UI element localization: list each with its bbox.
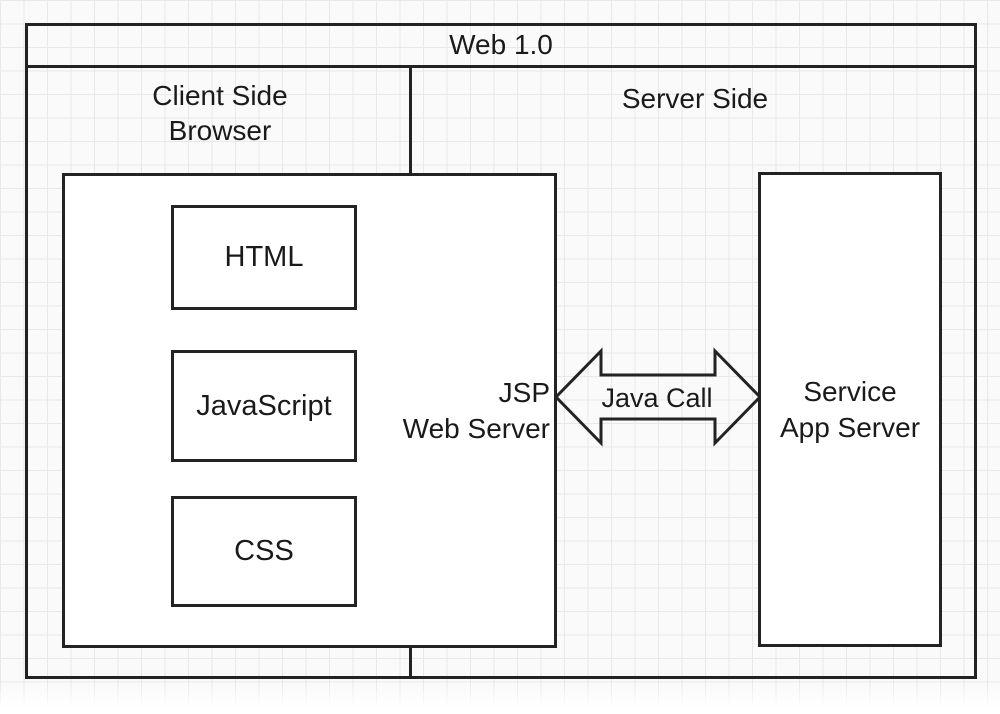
client-side-section-label: Client Side Browser bbox=[70, 78, 370, 148]
jsp-label-line2: Web Server bbox=[402, 413, 550, 444]
client-side-label-line2: Browser bbox=[168, 115, 272, 146]
service-app-server-label-line1: Service bbox=[803, 375, 897, 407]
jsp-web-server-label: JSP Web Server bbox=[340, 375, 550, 447]
css-component-label: CSS bbox=[234, 535, 294, 567]
javascript-component-label: JavaScript bbox=[196, 389, 332, 422]
html-component-box: HTML bbox=[171, 205, 357, 310]
java-call-connector-label: Java Call bbox=[601, 383, 713, 413]
service-app-server-box: Service App Server bbox=[758, 172, 942, 647]
client-side-label-line1: Client Side bbox=[152, 80, 288, 111]
html-component-label: HTML bbox=[224, 241, 304, 273]
service-app-server-label-line2: App Server bbox=[779, 411, 921, 443]
diagram-title: Web 1.0 bbox=[449, 29, 553, 60]
jsp-label-line1: JSP bbox=[498, 377, 550, 408]
css-component-box: CSS bbox=[171, 496, 357, 607]
title-separator-line bbox=[25, 65, 977, 68]
server-side-section-label: Server Side bbox=[621, 83, 769, 114]
bottom-fade bbox=[0, 684, 1000, 714]
diagram-outer-frame bbox=[25, 23, 977, 679]
javascript-component-box: JavaScript bbox=[171, 350, 357, 462]
